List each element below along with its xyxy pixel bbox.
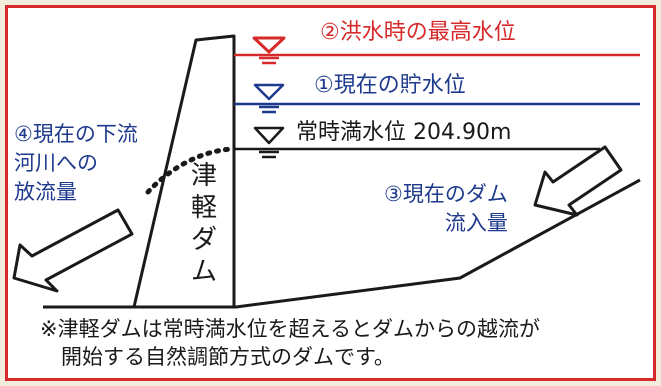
dam-body: [132, 34, 236, 309]
flood-level-marker-icon: [252, 36, 286, 65]
inflow-arrow-icon: [533, 145, 623, 217]
flood-level-label: ②洪水時の最高水位: [320, 20, 516, 45]
normal-level-label: 常時満水位 204.90m: [296, 120, 512, 145]
footnote: ※津軽ダムは常時満水位を超えるとダムからの越流が 開始する自然調節方式のダムです…: [40, 317, 540, 369]
inflow-label: ③現在のダム 流入量: [384, 182, 508, 235]
current-level-label: ①現在の貯水位: [314, 73, 466, 98]
overflow-curve: [145, 146, 237, 195]
current-level-marker-icon: [253, 83, 285, 114]
dam-name-label: 津軽ダム: [190, 161, 217, 287]
outflow-label: ④現在の下流 河川への 放流量: [14, 122, 138, 204]
outflow-arrow-icon: [12, 208, 134, 293]
normal-level-marker-icon: [253, 126, 285, 159]
